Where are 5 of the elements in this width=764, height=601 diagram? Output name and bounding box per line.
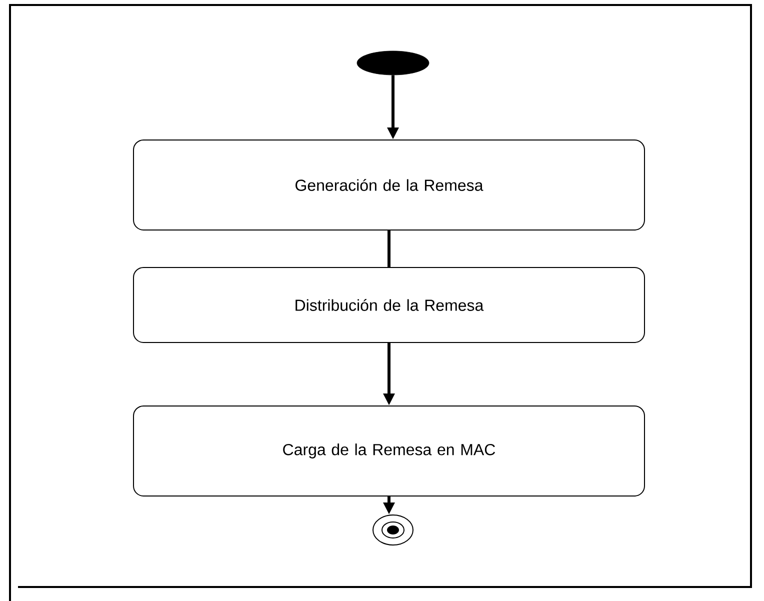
start-node <box>356 50 430 76</box>
process-box: Distribución de la Remesa <box>133 266 645 343</box>
process-box: Carga de la Remesa en MAC <box>133 405 645 496</box>
end-node <box>372 514 414 546</box>
process-box: Generación de la Remesa <box>133 139 645 230</box>
